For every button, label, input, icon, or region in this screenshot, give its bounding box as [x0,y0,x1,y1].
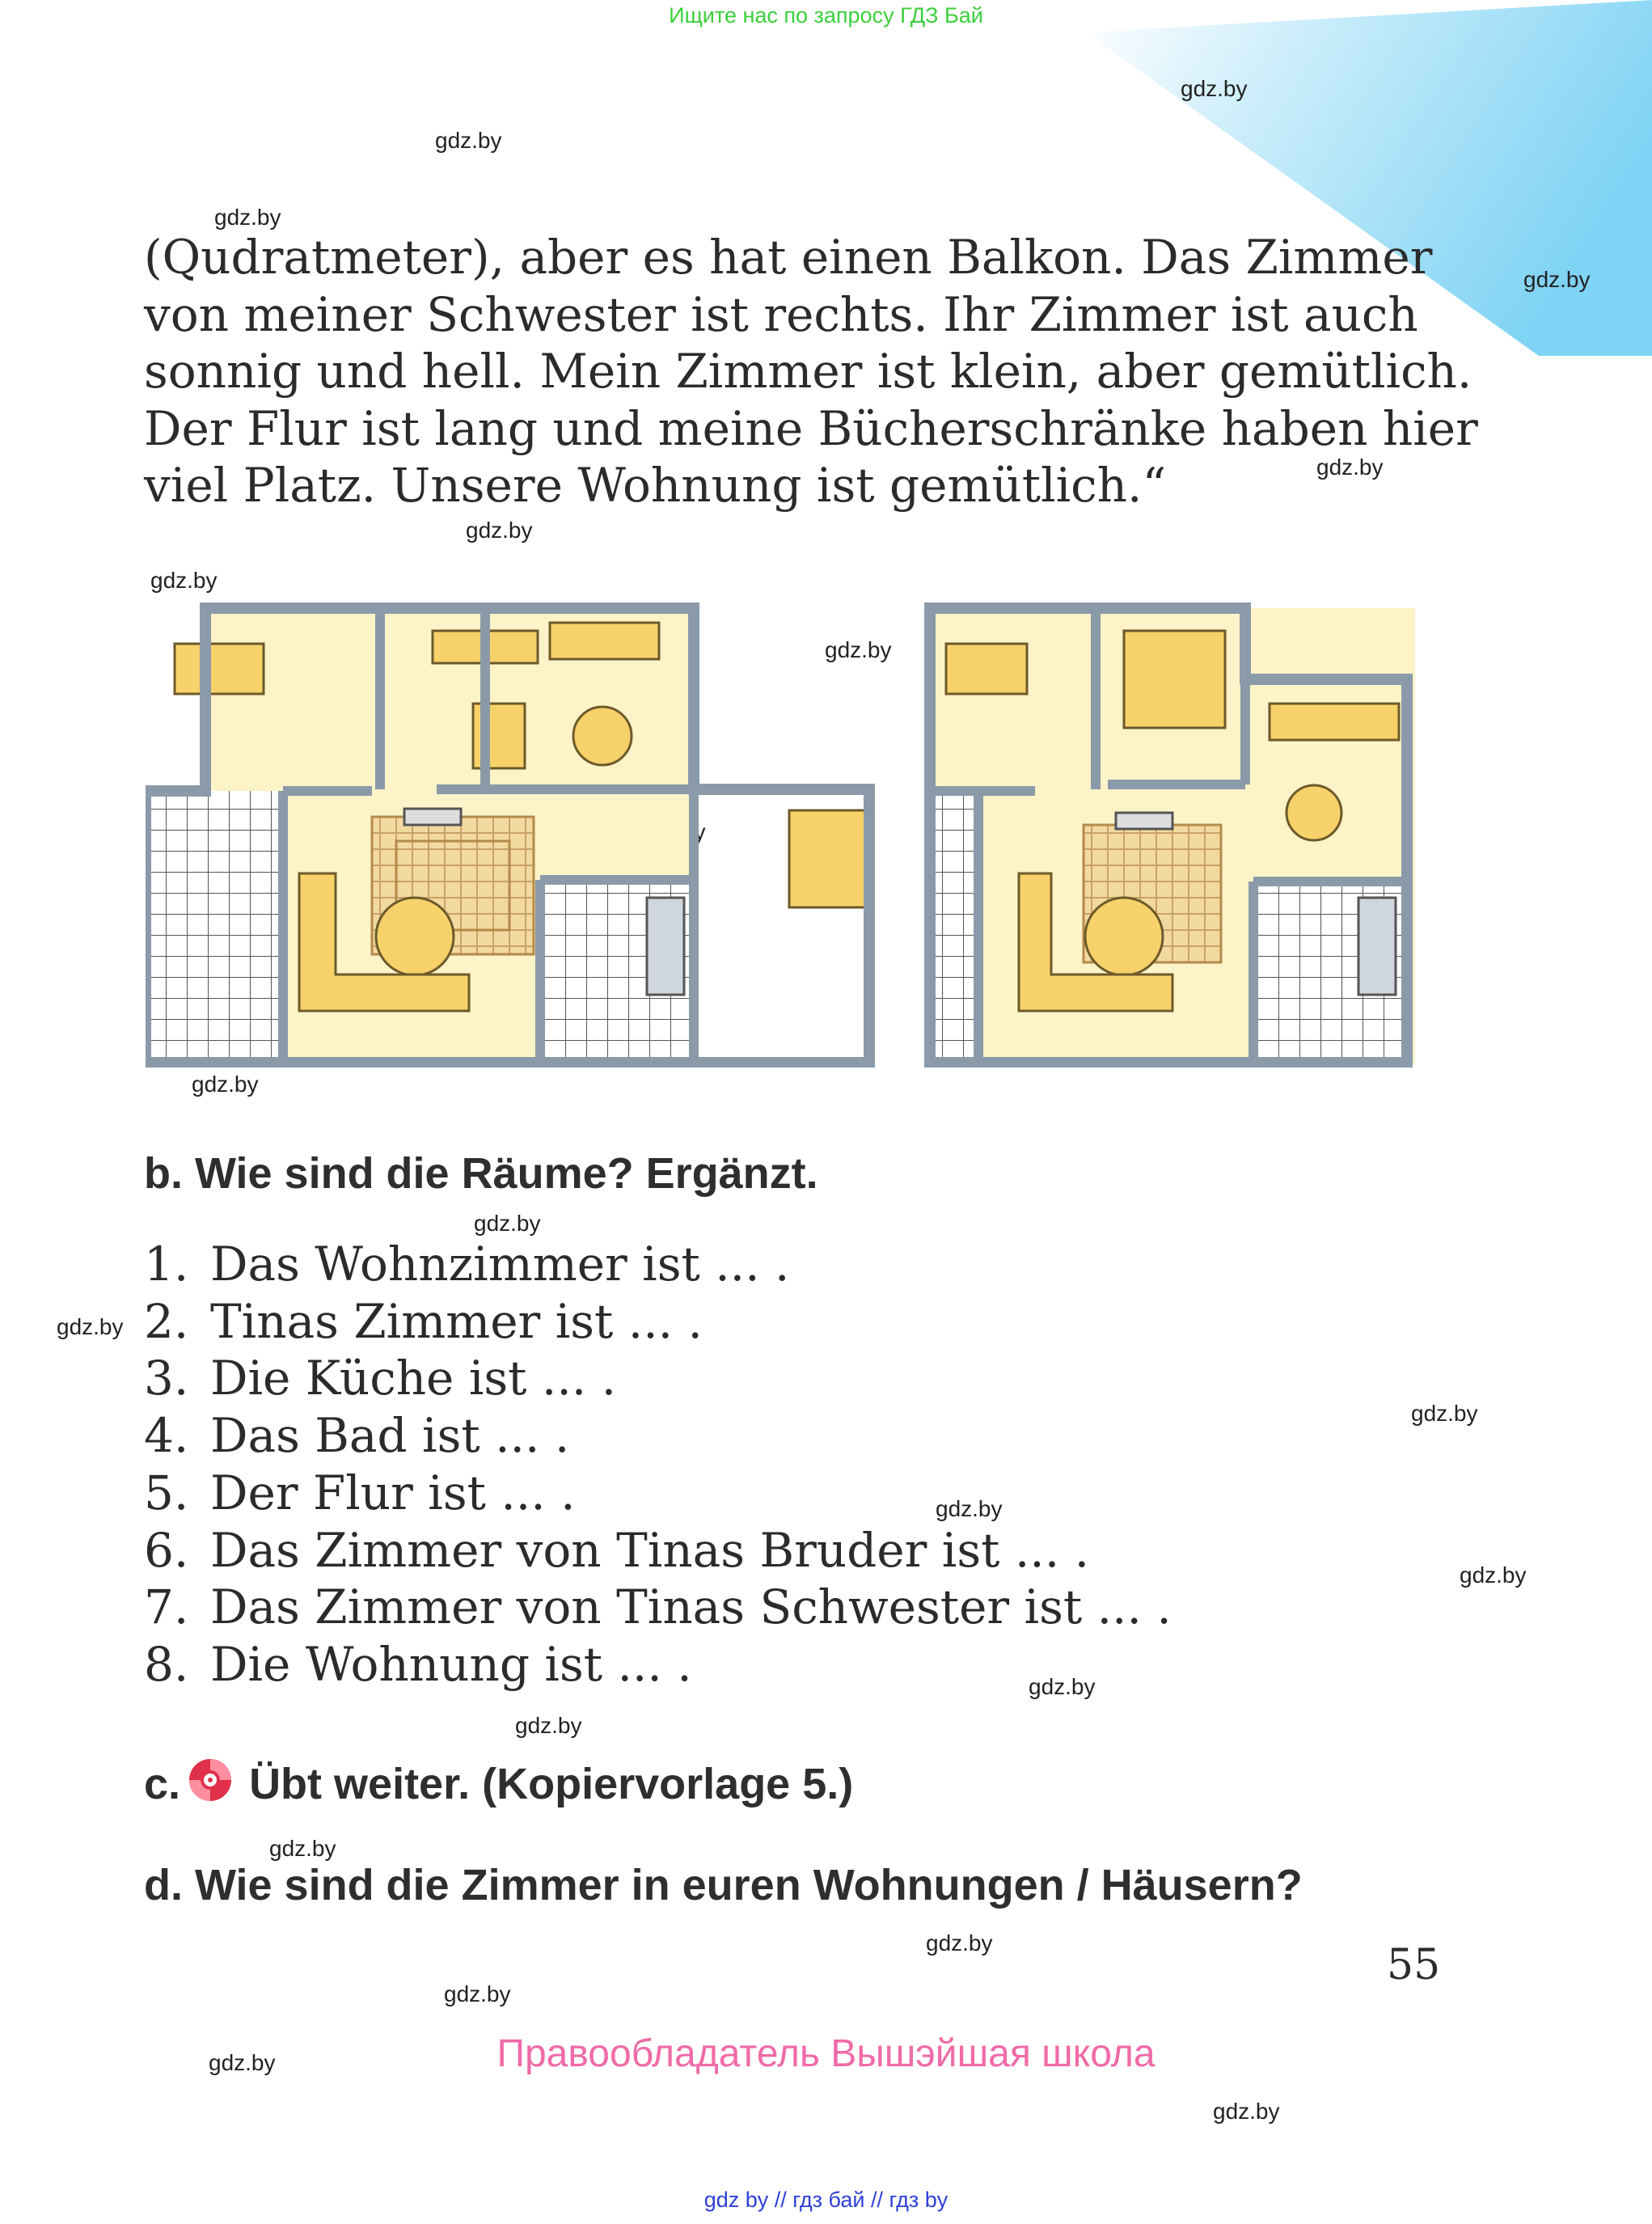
watermark: gdz.by [214,205,281,230]
item-text: Das Bad ist ... . [210,1408,570,1464]
watermark: gdz.by [515,1713,582,1738]
watermark: gdz.by [1181,76,1248,101]
paragraph-line: Der Flur ist lang und meine Bücherschrän… [144,400,1478,456]
paragraph-line: viel Platz. Unsere Wohnung ist gemütlich… [144,458,1167,513]
list-item: 4. Das Bad ist ... . [144,1407,1172,1465]
task-b-label: b. [144,1149,183,1198]
list-item: 5. Der Flur ist ... . [144,1465,1172,1522]
item-number: 4. [144,1408,189,1464]
task-d-title: Wie sind die Zimmer in euren Wohnungen /… [195,1861,1303,1909]
task-b-list: 1. Das Wohnzimmer ist ... . 2. Tinas Zimme… [144,1236,1172,1693]
item-number: 1. [144,1237,189,1292]
watermark: gdz.by [474,1211,541,1236]
watermark: gdz.by [1523,267,1591,292]
task-b-title: Wie sind die Räume? Ergänzt. [195,1149,818,1198]
watermark: gdz.by [192,1072,259,1097]
cd-icon [187,1757,234,1814]
watermark: gdz.by [57,1314,124,1339]
list-item: 1. Das Wohnzimmer ist ... . [144,1236,1172,1293]
item-text: Der Flur ist ... . [210,1465,576,1520]
item-number: 5. [144,1465,189,1520]
watermark: gdz.by [936,1496,1003,1521]
watermark: gdz.by [150,568,218,593]
item-text: Das Wohnzimmer ist ... . [210,1237,790,1292]
page-number: 55 [1387,1941,1441,1989]
watermark: gdz.by [1213,2099,1280,2124]
item-number: 3. [144,1351,189,1406]
corner-decoration [1086,0,1652,356]
task-d-heading: d. Wie sind die Zimmer in euren Wohnunge… [144,1860,1303,1910]
watermark: gdz.by [269,1836,336,1861]
item-text: Das Zimmer von Tinas Bruder ist ... . [210,1522,1090,1578]
story-paragraph: (Qudratmeter), aber es hat einen Balkon.… [144,229,1478,514]
watermark: gdz.by [435,128,502,153]
list-item: 6. Das Zimmer von Tinas Bruder ist ... . [144,1522,1172,1579]
floor-plans-illustration [146,603,1415,1068]
item-text: Die Küche ist ... . [210,1351,617,1406]
item-number: 2. [144,1293,189,1349]
task-c-title: Übt weiter. (Kopiervorlage 5.) [249,1760,854,1808]
task-d-label: d. [144,1861,183,1909]
item-number: 7. [144,1579,189,1635]
item-number: 8. [144,1636,189,1692]
watermark: gdz.by [1316,455,1384,480]
item-text: Das Zimmer von Tinas Schwester ist ... . [210,1579,1172,1635]
item-text: Tinas Zimmer ist ... . [210,1293,703,1349]
copyright-notice: Правообладатель Вышэйшая школа [496,2032,1156,2075]
list-item: 7. Das Zimmer von Tinas Schwester ist ...… [144,1579,1172,1636]
task-c-heading: c. Übt weiter. (Kopiervorlage 5.) [144,1757,853,1814]
watermark: gdz.by [1029,1674,1096,1699]
watermark: gdz.by [1460,1562,1527,1588]
watermark: gdz.by [444,1981,511,2006]
list-item: 8. Die Wohnung ist ... . [144,1636,1172,1693]
item-number: 6. [144,1522,189,1578]
watermark: gdz.by [926,1930,993,1956]
watermark: gdz.by [209,2050,276,2075]
paragraph-line: sonnig und hell. Mein Zimmer ist klein, … [144,344,1472,399]
top-banner[interactable]: Ищите нас по запросу ГДЗ Бай [669,3,983,27]
floor-plan-left [146,603,875,1068]
list-item: 3. Die Küche ist ... . [144,1350,1172,1407]
list-item: 2. Tinas Zimmer ist ... . [144,1293,1172,1351]
paragraph-line: (Qudratmeter), aber es hat einen Balkon.… [144,230,1433,285]
task-c-label: c. [144,1760,181,1808]
watermark: gdz.by [1411,1401,1478,1426]
watermark: gdz.by [466,518,533,543]
watermark: gdz.by [825,637,892,662]
floor-plan-right [924,603,1415,1068]
task-b-heading: b. Wie sind die Räume? Ergänzt. [144,1148,818,1199]
paragraph-line: von meiner Schwester ist rechts. Ihr Zim… [144,286,1418,342]
item-text: Die Wohnung ist ... . [210,1636,692,1692]
footer-links[interactable]: gdz by // гдз бай // гдз by [703,2188,949,2212]
